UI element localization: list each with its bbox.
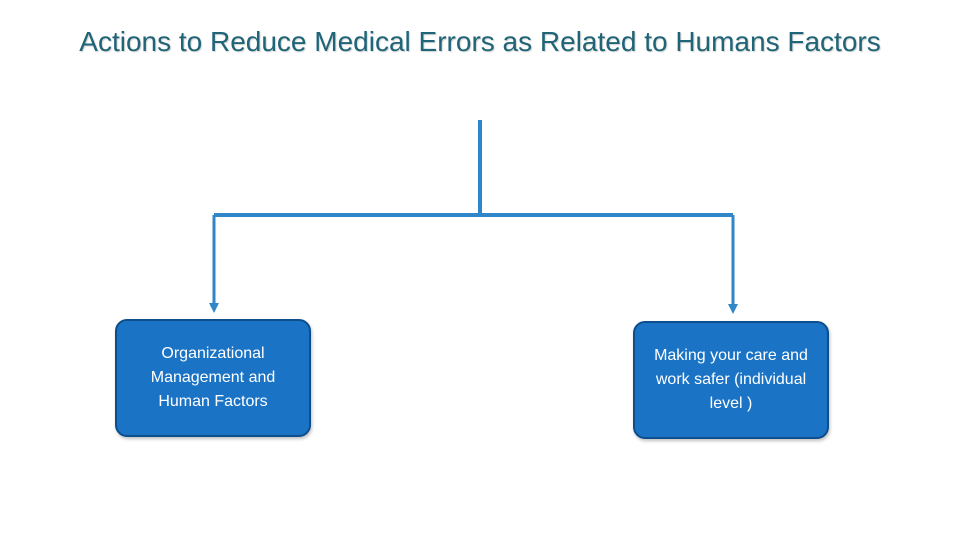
slide-title: Actions to Reduce Medical Errors as Rela… <box>79 26 881 57</box>
node-label: Making your care and work safer (individ… <box>654 347 808 412</box>
node-label: Organizational Management and Human Fact… <box>150 345 276 410</box>
organizational-management-node: Organizational Management and Human Fact… <box>115 319 311 437</box>
individual-level-node: Making your care and work safer (individ… <box>633 321 829 439</box>
